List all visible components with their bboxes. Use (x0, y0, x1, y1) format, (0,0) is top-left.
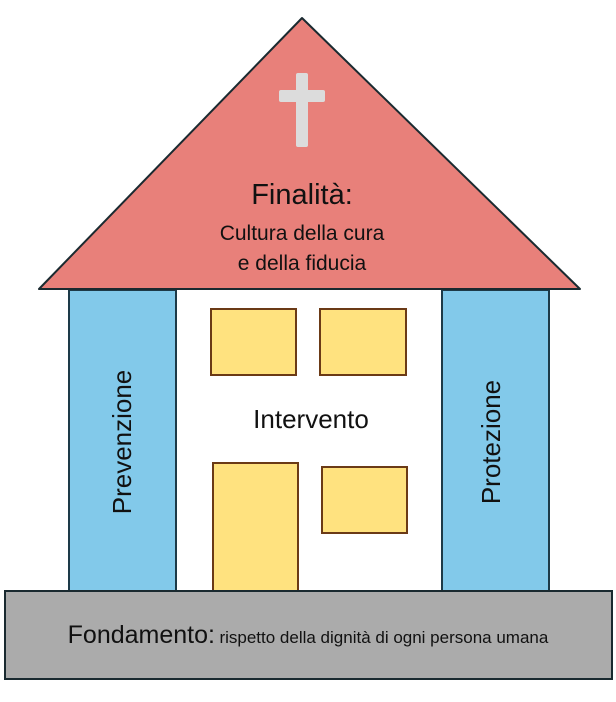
pillar-prevenzione (68, 289, 177, 593)
door (212, 462, 299, 592)
pillar-left-label: Prevenzione (107, 370, 137, 515)
window-top-left (210, 308, 297, 376)
pillar-protezione (441, 289, 550, 593)
pillar-right-label: Protezione (476, 380, 506, 504)
window-top-right (319, 308, 407, 376)
cross-icon (279, 73, 325, 147)
window-bottom-right (321, 466, 408, 534)
center-label: Intervento (253, 404, 369, 434)
roof-title: Finalità: (251, 179, 353, 211)
foundation-text: rispetto della dignità di ogni persona u… (219, 628, 548, 647)
foundation-text-line: Fondamento: rispetto della dignità di og… (68, 621, 549, 649)
foundation-title: Fondamento: (68, 621, 215, 649)
roof (38, 17, 581, 290)
roof-line1: Cultura della cura (220, 222, 385, 245)
roof-line2: e della fiducia (238, 252, 367, 275)
foundation (4, 590, 613, 680)
